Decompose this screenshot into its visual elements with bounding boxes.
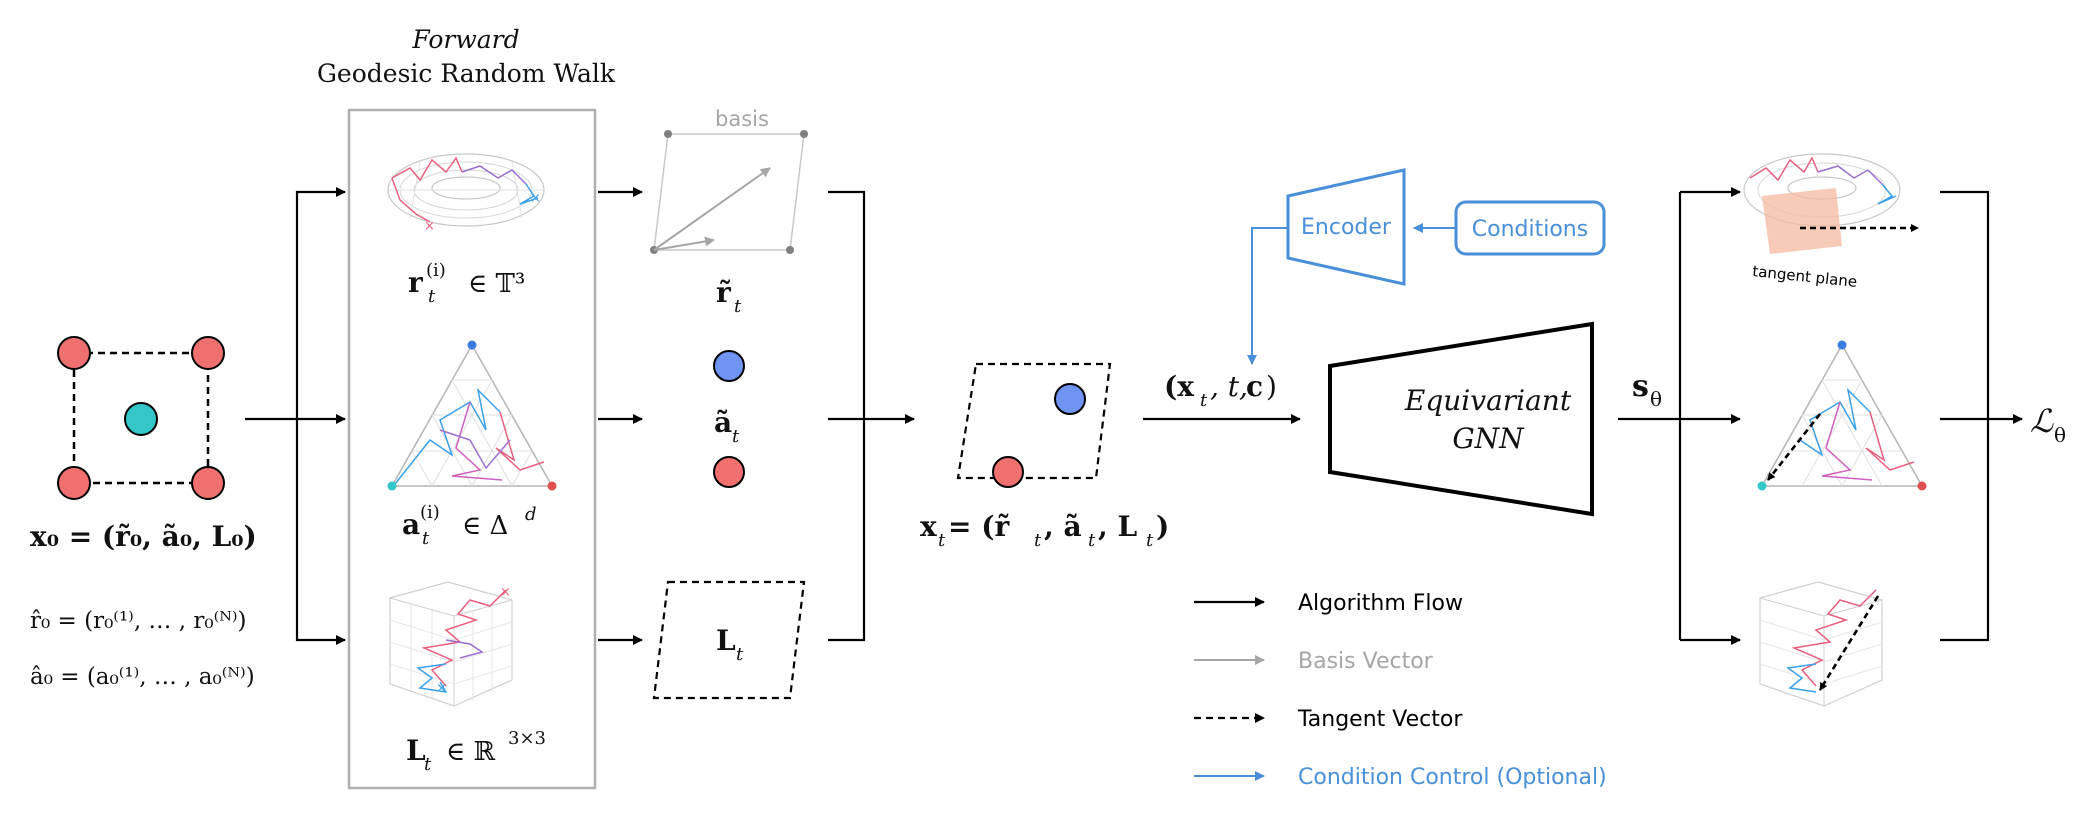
a-tilde-label: ã — [714, 406, 732, 439]
xt-tuple-close: ) — [1156, 510, 1169, 543]
forward-title: Forward — [411, 25, 519, 54]
x0-label: x₀ = (r̃₀, ã₀, L₀) — [30, 520, 257, 553]
tangent-plane — [1762, 188, 1842, 254]
svg-text:t: t — [1146, 530, 1154, 551]
legend: Algorithm Flow Basis Vector Tangent Vect… — [1194, 591, 1607, 790]
gnn-title: Equivariant — [1404, 384, 1572, 417]
L-t-label: L — [716, 624, 736, 657]
svg-text:t: t — [1034, 530, 1042, 551]
r-label-space: ∈ 𝕋³ — [468, 269, 525, 299]
a-label-subscript: t — [422, 528, 430, 549]
merge-bracket — [828, 190, 915, 642]
xt-subscript: t — [938, 530, 946, 551]
a-tilde-subscript: t — [732, 426, 740, 447]
basis-label: basis — [715, 107, 769, 131]
svg-text:×: × — [530, 191, 541, 206]
lattice-walk-plot: × × — [389, 581, 513, 707]
svg-text:×: × — [436, 681, 447, 696]
r-label: r — [408, 266, 424, 299]
score-symbol: s — [1632, 369, 1649, 404]
a-label-superscript: (i) — [420, 502, 440, 523]
output-branch-arrows — [1678, 187, 1741, 645]
xt-tuple-L: , L — [1098, 510, 1137, 543]
atom-red — [57, 336, 91, 370]
legend-label-tangent: Tangent Vector — [1297, 707, 1463, 732]
L-t-subscript: t — [736, 644, 744, 665]
forward-panel-frame — [347, 108, 597, 790]
input-crystal — [57, 336, 225, 500]
r-tilde-subscript: t — [734, 296, 742, 317]
panel-output-arrows — [598, 187, 643, 645]
gnn-subtitle: GNN — [1452, 422, 1525, 455]
r0-definition: r̂₀ = (r₀⁽¹⁾, … , r₀⁽ᴺ⁾) — [30, 608, 247, 634]
lattice-parallelogram — [652, 580, 806, 700]
r-tilde-label: r̃ — [716, 276, 732, 309]
L-label: L — [406, 734, 426, 767]
gnn-input-c: c — [1246, 370, 1263, 403]
legend-label-condition: Condition Control (Optional) — [1298, 765, 1607, 790]
a0-definition: â₀ = (a₀⁽¹⁾, … , a₀⁽ᴺ⁾) — [30, 664, 255, 690]
svg-text:×: × — [424, 219, 435, 234]
score-subscript: θ — [1650, 387, 1662, 411]
gnn-input-open: (x — [1164, 370, 1194, 403]
L-label-space-superscript: 3×3 — [508, 728, 546, 749]
atom-red — [57, 466, 91, 500]
L-label-space: ∈ ℝ — [446, 737, 496, 767]
atom-red — [713, 456, 745, 488]
a-label: a — [402, 508, 420, 541]
loss-symbol: ℒ — [2030, 402, 2054, 440]
atom-red — [191, 336, 225, 370]
encoder-label: Encoder — [1301, 215, 1392, 240]
svg-text:t: t — [1088, 530, 1096, 551]
r-label-subscript: t — [428, 286, 436, 307]
loss-bracket — [1940, 190, 2023, 642]
xt-crystal — [956, 362, 1112, 488]
xt-tuple-a: , ã — [1044, 510, 1082, 543]
branch-arrows-in — [245, 187, 346, 645]
simplex-walk-plot — [387, 340, 557, 491]
tangent-plane-label: tangent plane — [1752, 262, 1858, 291]
loss-subscript: θ — [2054, 423, 2066, 447]
atom-teal — [124, 402, 158, 436]
svg-text:t: t — [1200, 390, 1208, 411]
xt-symbol: x — [920, 510, 937, 543]
xt-label: x t = (r̃ t , ã t , L t ) — [920, 510, 1169, 551]
basis-parallelogram — [650, 130, 808, 254]
gnn-input-t: , t, — [1210, 370, 1248, 403]
legend-label-flow: Algorithm Flow — [1298, 591, 1463, 616]
legend-label-basis: Basis Vector — [1298, 649, 1434, 674]
gnn-block — [1328, 321, 1594, 517]
encoder-block — [1286, 168, 1406, 286]
a-label-space: ∈ Δ — [462, 511, 508, 541]
atom-red — [191, 466, 225, 500]
gnn-input-close: ) — [1266, 370, 1277, 403]
svg-text:×: × — [500, 585, 511, 600]
atom-blue — [713, 350, 745, 382]
torus-walk-plot: × × — [387, 153, 545, 234]
r-label-superscript: (i) — [426, 260, 446, 281]
output-lattice-plot — [1759, 581, 1883, 707]
encoder-output-arrow — [1247, 227, 1288, 365]
output-simplex-plot — [1757, 340, 1927, 491]
output-torus-plot — [1743, 153, 1919, 254]
xt-tuple-open: = (r̃ — [948, 510, 1010, 543]
conditions-label: Conditions — [1472, 217, 1588, 242]
a-label-space-superscript: d — [525, 504, 537, 525]
forward-subtitle: Geodesic Random Walk — [317, 59, 616, 88]
L-label-subscript: t — [424, 754, 432, 775]
gnn-input-label: (x t , t, c ) — [1164, 370, 1277, 411]
